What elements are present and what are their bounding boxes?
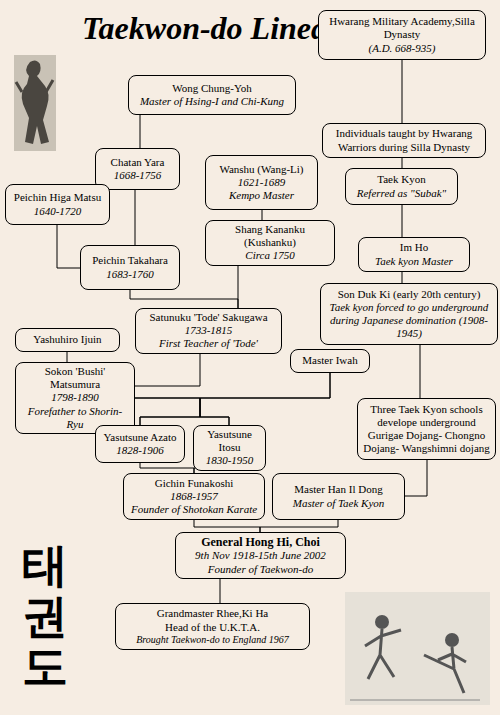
box-text: Master Iwah <box>302 354 357 367</box>
lineage-connector <box>140 373 330 425</box>
lineage-box: Satunuku 'Tode' Sakugawa1733-1815First T… <box>135 308 282 354</box>
lineage-box: Three Taek Kyon schools develope undergr… <box>357 398 496 460</box>
lineage-connector <box>135 190 136 245</box>
box-text: Master of Hsing-I and Chi-Kung <box>140 95 284 108</box>
lineage-box: Grandmaster Rhee,Ki HaHead of the U.K.T.… <box>115 603 310 650</box>
box-text: Referred as "Subak" <box>357 187 446 200</box>
box-text: Yasutsune Itosu <box>198 428 261 454</box>
box-text: Head of the U.K.T.A. <box>165 621 260 634</box>
box-text: 1828-1906 <box>116 444 164 457</box>
box-text: 1668-1756 <box>114 169 162 182</box>
lineage-box: Individuals taught by Hwarang Warriors d… <box>322 123 486 158</box>
lineage-box: Peichin Higa Matsu1640-1720 <box>5 184 110 225</box>
lineage-box: Shang Kananku (Kushanku)Circa 1750 <box>205 220 335 266</box>
box-text: Kempo Master <box>229 189 294 202</box>
sparring-illustration <box>345 592 490 705</box>
lineage-connector <box>405 460 427 496</box>
box-text: 1868-1957 <box>170 490 218 503</box>
box-text: Taek kyon Master <box>375 255 453 268</box>
lineage-connector <box>194 520 260 532</box>
box-text: Shang Kananku (Kushanku) <box>210 223 330 249</box>
box-text: Master of Taek Kyon <box>293 497 385 510</box>
lineage-box: Yasutsune Itosu1830-1950 <box>193 425 266 471</box>
box-text: Yasutsune Azato <box>103 431 176 444</box>
box-text: Gurigae Dojang- Chongno Dojang- Wangshim… <box>362 429 491 455</box>
box-text: 1640-1720 <box>34 205 82 218</box>
box-text: Satunuku 'Tode' Sakugawa <box>149 311 267 324</box>
lineage-box: Gichin Funakoshi1868-1957Founder of Shot… <box>123 473 265 520</box>
box-text: Circa 1750 <box>245 249 294 262</box>
lineage-connector <box>260 520 338 532</box>
box-text: Taek Kyon <box>377 173 425 186</box>
lineage-box: Peichin Takahara1683-1760 <box>80 245 180 290</box>
box-text: Son Duk Ki (early 20th century) <box>338 288 481 301</box>
box-text: Brought Taekwon-do to England 1967 <box>136 634 289 646</box>
lineage-connector <box>57 225 80 268</box>
lineage-box: Im HoTaek kyon Master <box>358 237 470 272</box>
box-text: 1683-1760 <box>106 268 154 281</box>
lineage-connector <box>402 60 403 123</box>
lineage-connector <box>130 290 238 308</box>
lineage-box: Yasutsune Azato1828-1906 <box>95 425 185 463</box>
lineage-box: Sokon 'Bushi' Matsumura1798-1890Forefath… <box>15 362 135 434</box>
lineage-connector <box>135 354 200 386</box>
box-text: Founder of Shotokan Karate <box>131 503 257 516</box>
lineage-box: Son Duk Ki (early 20th century)Taek kyon… <box>320 283 498 345</box>
diagram-title: Taekwon-do Lineage <box>82 10 357 47</box>
lineage-box: Wanshu (Wang-Li)1621-1689Kempo Master <box>205 155 318 210</box>
lineage-box: Hwarang Military Academy,Silla Dynasty(A… <box>318 10 486 60</box>
lineage-connector <box>67 352 68 362</box>
box-text: First Teacher of 'Tode' <box>159 337 258 350</box>
lineage-box: Chatan Yara1668-1756 <box>95 148 180 190</box>
box-text: Yashuhiro Ijuin <box>33 333 101 346</box>
lineage-connector <box>402 272 403 283</box>
box-text: Chatan Yara <box>111 156 165 169</box>
lineage-connector <box>402 158 403 168</box>
box-text: Wanshu (Wang-Li) <box>219 163 303 176</box>
box-text: 1733-1815 <box>185 324 233 337</box>
lineage-connector <box>262 210 263 220</box>
lineage-connector <box>220 579 221 603</box>
box-text: Peichin Higa Matsu <box>14 191 101 204</box>
lineage-box: Taek KyonReferred as "Subak" <box>345 168 458 205</box>
box-text: Individuals taught by Hwarang Warriors d… <box>327 127 481 153</box>
box-text: General Hong Hi, Choi <box>201 535 320 549</box>
lineage-connector <box>140 463 194 473</box>
box-text: Peichin Takahara <box>92 254 168 267</box>
box-text: Grandmaster Rhee,Ki Ha <box>157 607 269 620</box>
box-text: Sokon 'Bushi' Matsumura <box>20 365 130 391</box>
box-text: Three Taek Kyon schools develope undergr… <box>362 403 491 429</box>
hangul-label: 태권도 <box>22 540 68 692</box>
statue-illustration <box>14 55 56 151</box>
lineage-connector <box>200 373 330 425</box>
lineage-box: General Hong Hi, Choi9th Nov 1918-15th J… <box>175 532 346 579</box>
lineage-connector <box>140 115 141 148</box>
box-text: 9th Nov 1918-15th June 2002 <box>195 549 326 562</box>
lineage-connector <box>135 398 229 425</box>
box-text: Taek kyon forced to go underground durin… <box>325 301 493 341</box>
lineage-box: Master Han Il DongMaster of Taek Kyon <box>272 473 405 520</box>
lineage-connector <box>402 205 403 237</box>
box-text: Im Ho <box>400 241 428 254</box>
box-text: 1830-1950 <box>206 454 254 467</box>
box-text: 1798-1890 <box>51 391 99 404</box>
box-text: Founder of Taekwon-do <box>208 563 313 576</box>
lineage-box: Yashuhiro Ijuin <box>15 328 120 352</box>
box-text: Master Han Il Dong <box>294 483 382 496</box>
box-text: (A.D. 668-935) <box>369 42 436 55</box>
box-text: Wong Chung-Yoh <box>172 82 252 95</box>
lineage-box: Master Iwah <box>290 349 370 373</box>
lineage-connector <box>135 398 200 425</box>
box-text: Hwarang Military Academy,Silla Dynasty <box>323 15 481 41</box>
box-text: Gichin Funakoshi <box>155 477 234 490</box>
lineage-connector <box>420 345 421 398</box>
box-text: 1621-1689 <box>238 176 286 189</box>
lineage-box: Wong Chung-YohMaster of Hsing-I and Chi-… <box>128 75 296 115</box>
